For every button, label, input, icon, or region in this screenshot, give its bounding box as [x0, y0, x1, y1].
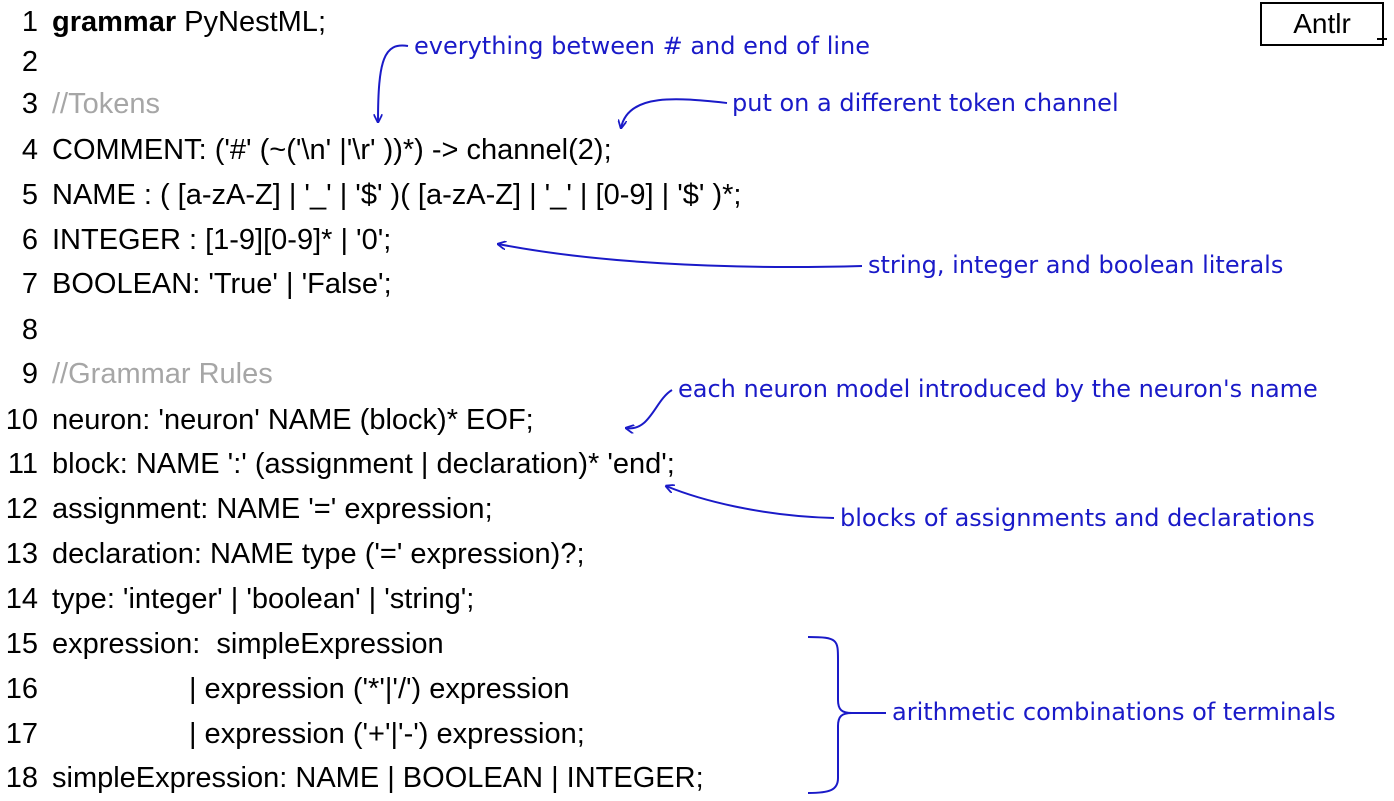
line-number: 12: [5, 493, 38, 525]
code-line-12: 12 assignment: NAME '=' expression;: [0, 487, 493, 532]
code-text: | expression ('+'|'-') expression;: [52, 718, 585, 750]
comment-text: //Tokens: [52, 88, 160, 120]
line-number: 10: [5, 404, 38, 436]
code-line-11: 11 block: NAME ':' (assignment | declarat…: [0, 442, 675, 487]
line-number: 2: [21, 46, 38, 78]
line-number: 7: [21, 268, 38, 300]
line-number: 15: [5, 628, 38, 660]
antlr-badge-label: Antlr: [1293, 8, 1351, 39]
arrow-literals: [498, 244, 863, 268]
annotation-comment: everything between # and end of line: [414, 32, 871, 60]
code-line-7: 7 BOOLEAN: 'True' | 'False';: [0, 262, 392, 307]
code-line-4: 4 COMMENT: ('#' (~('\n' |'\r' ))*) -> cha…: [0, 128, 612, 173]
antlr-badge: Antlr: [1260, 2, 1384, 46]
line-number: 1: [21, 6, 38, 38]
line-number: 8: [21, 314, 38, 346]
code-text: neuron: 'neuron' NAME (block)* EOF;: [52, 404, 534, 436]
annotation-arithmetic: arithmetic combinations of terminals: [892, 698, 1336, 726]
code-text: type: 'integer' | 'boolean' | 'string';: [52, 583, 475, 615]
line-number: 5: [21, 179, 38, 211]
code-line-2: 2: [0, 40, 52, 85]
code-line-16: 16 | expression ('*'|'/') expression: [0, 667, 570, 712]
code-text: NAME : ( [a-zA-Z] | '_' | '$' )( [a-zA-Z…: [52, 179, 742, 211]
code-line-18: 18 simpleExpression: NAME | BOOLEAN | INT…: [0, 756, 704, 801]
code-text: block: NAME ':' (assignment | declaratio…: [52, 448, 675, 480]
badge-fold: [1377, 38, 1387, 50]
code-text: INTEGER : [1-9][0-9]* | '0';: [52, 224, 392, 256]
code-line-6: 6 INTEGER : [1-9][0-9]* | '0';: [0, 218, 391, 263]
code-line-10: 10 neuron: 'neuron' NAME (block)* EOF;: [0, 398, 534, 443]
code-text: PyNestML;: [176, 6, 326, 38]
arithmetic-brace: [807, 636, 853, 794]
line-number: 3: [21, 88, 38, 120]
arrow-comment: [378, 44, 409, 122]
line-number: 14: [5, 583, 38, 615]
code-line-15: 15 expression: simpleExpression: [0, 622, 444, 667]
code-line-17: 17 | expression ('+'|'-') expression;: [0, 712, 585, 757]
arrow-channel: [621, 98, 728, 128]
annotation-literals: string, integer and boolean literals: [868, 251, 1284, 279]
line-number: 6: [21, 224, 38, 256]
code-text: assignment: NAME '=' expression;: [52, 493, 493, 525]
annotation-blocks: blocks of assignments and declarations: [840, 504, 1315, 532]
grammar-keyword: grammar: [52, 6, 177, 38]
code-line-14: 14 type: 'integer' | 'boolean' | 'string'…: [0, 577, 475, 622]
line-number: 13: [5, 538, 38, 570]
line-number: 9: [21, 358, 38, 390]
code-text: declaration: NAME type ('=' expression)?…: [52, 538, 585, 570]
line-number: 16: [5, 673, 38, 705]
code-line-5: 5 NAME : ( [a-zA-Z] | '_' | '$' )( [a-zA-…: [0, 173, 742, 218]
code-text: simpleExpression: NAME | BOOLEAN | INTEG…: [52, 762, 704, 794]
code-line-8: 8: [0, 308, 52, 353]
code-text: COMMENT: ('#' (~('\n' |'\r' ))*) -> chan…: [52, 134, 612, 166]
annotation-channel: put on a different token channel: [732, 89, 1119, 117]
code-text: BOOLEAN: 'True' | 'False';: [52, 268, 392, 300]
code-line-9: 9 //Grammar Rules: [0, 352, 273, 397]
line-number: 11: [7, 448, 38, 480]
code-text: expression: simpleExpression: [52, 628, 444, 660]
annotation-neuron: each neuron model introduced by the neur…: [678, 375, 1318, 403]
comment-text: //Grammar Rules: [52, 358, 273, 390]
arrow-blocks: [666, 486, 835, 519]
code-line-3: 3 //Tokens: [0, 82, 160, 127]
code-text: | expression ('*'|'/') expression: [52, 673, 570, 705]
code-line-1: 1 grammar PyNestML;: [0, 0, 326, 45]
code-line-13: 13 declaration: NAME type ('=' expression…: [0, 532, 585, 577]
line-number: 18: [5, 762, 38, 794]
arrow-neuron: [626, 389, 673, 428]
line-number: 17: [5, 718, 38, 750]
line-number: 4: [21, 134, 38, 166]
